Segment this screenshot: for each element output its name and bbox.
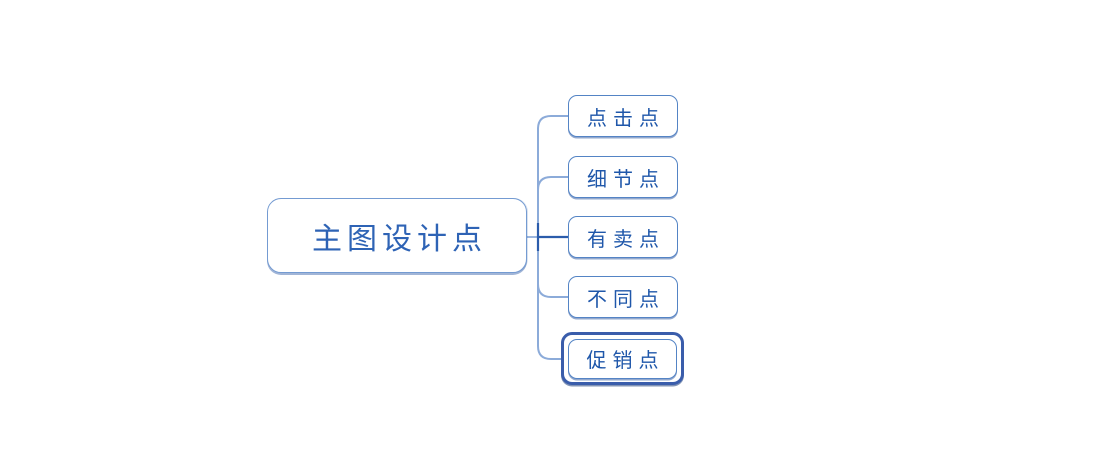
child-topic-node-1[interactable]: 点击点	[568, 95, 678, 137]
child-topic-node-5-selected[interactable]: 促销点	[568, 338, 677, 379]
child-topic-label: 有卖点	[587, 228, 665, 251]
child-topic-label: 不同点	[587, 288, 665, 311]
child-topic-label: 细节点	[587, 168, 665, 191]
child-topic-label: 促销点	[586, 350, 665, 372]
branch-child-3	[536, 223, 568, 251]
child-topic-label: 点击点	[587, 107, 665, 130]
root-topic-label: 主图设计点	[312, 222, 487, 256]
branch-child-2	[537, 176, 568, 237]
root-topic-node[interactable]: 主图设计点	[267, 198, 527, 273]
branch-child-4	[537, 237, 568, 298]
selected-node-highlight: 促销点	[561, 332, 684, 385]
branch-child-5	[537, 237, 561, 360]
branch-child-1	[537, 115, 568, 237]
child-topic-node-2[interactable]: 细节点	[568, 156, 678, 198]
child-topic-node-4[interactable]: 不同点	[568, 276, 678, 318]
child-topic-node-3[interactable]: 有卖点	[568, 216, 678, 258]
